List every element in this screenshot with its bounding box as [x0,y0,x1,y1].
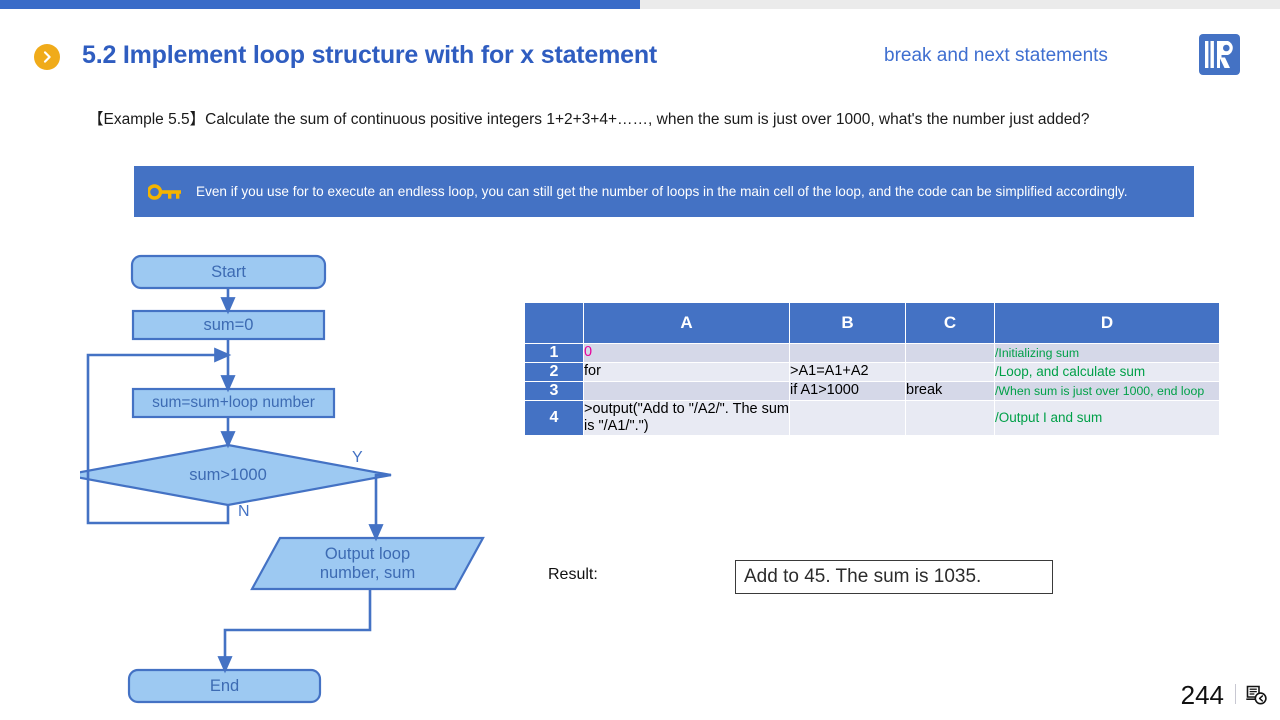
cell-d2[interactable]: /Loop, and calculate sum [994,362,1220,382]
col-header-corner [524,302,584,344]
cell-b1[interactable] [789,343,906,363]
key-icon [134,183,196,200]
cell-c2[interactable] [905,362,995,382]
cell-a3[interactable] [583,381,790,401]
table-row: 2 for >A1=A1+A2 /Loop, and calculate sum [524,362,1220,382]
cell-b2[interactable]: >A1=A1+A2 [789,362,906,382]
table-row: 1 0 /Initializing sum [524,343,1220,363]
table-row: 4 >output("Add to "/A2/". The sum is "/A… [524,399,1220,437]
cell-a2[interactable]: for [583,362,790,382]
example-statement: 【Example 5.5】Calculate the sum of contin… [88,111,1090,128]
result-output-box: Add to 45. The sum is 1035. [735,560,1053,594]
cell-c1[interactable] [905,343,995,363]
cell-a4[interactable]: >output("Add to "/A2/". The sum is "/A1/… [583,399,790,437]
col-header-a: A [583,302,790,344]
flow-branch-no-label: N [238,503,250,520]
result-value: Add to 45. The sum is 1035. [744,566,982,587]
table-header-row: A B C D [524,302,1220,344]
cell-c4[interactable] [905,399,995,437]
tip-text: Even if you use for to execute an endles… [196,183,1128,199]
cell-d4[interactable]: /Output I and sum [994,399,1220,437]
flowchart: Start sum=0 sum=sum+loop number sum>1000… [64,245,510,715]
page-number: 244 [1180,680,1224,710]
table-row: 3 if A1>1000 break /When sum is just ove… [524,381,1220,401]
footer-divider [1235,684,1236,704]
progress-bar-track [0,0,1280,9]
cell-b3[interactable]: if A1>1000 [789,381,906,401]
page-title: 5.2 Implement loop structure with for x … [82,41,658,69]
cell-d1[interactable]: /Initializing sum [994,343,1220,363]
document-back-icon[interactable] [1244,684,1268,708]
cell-d3[interactable]: /When sum is just over 1000, end loop [994,381,1220,401]
brand-r-logo-icon [1198,33,1241,76]
row-number-1: 1 [524,343,584,363]
cell-a1[interactable]: 0 [583,343,790,363]
cell-c3[interactable]: break [905,381,995,401]
col-header-d: D [994,302,1220,344]
chevron-right-circle-icon [34,44,60,70]
header-subtitle: break and next statements [884,45,1108,66]
flow-branch-yes-label: Y [352,449,363,466]
row-number-4: 4 [524,399,584,437]
code-table: A B C D 1 0 /Initializing sum 2 for >A1=… [524,302,1220,437]
tip-banner: Even if you use for to execute an endles… [134,166,1194,217]
col-header-b: B [789,302,906,344]
result-label: Result: [548,566,598,583]
row-number-3: 3 [524,381,584,401]
row-number-2: 2 [524,362,584,382]
cell-b4[interactable] [789,399,906,437]
progress-bar-fill [0,0,640,9]
col-header-c: C [905,302,995,344]
